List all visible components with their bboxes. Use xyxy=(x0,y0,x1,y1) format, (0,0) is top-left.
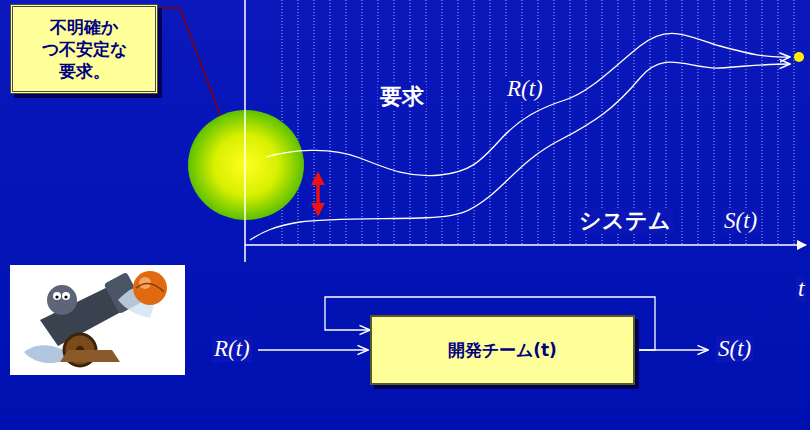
cannon-illustration xyxy=(10,265,185,375)
series-label: 要求 xyxy=(378,84,426,109)
goal-dot xyxy=(794,52,804,62)
process-box: 開発チーム(t) xyxy=(370,315,635,385)
grid-line xyxy=(330,0,331,244)
y-axis xyxy=(244,0,246,262)
grid-line xyxy=(314,0,315,244)
grid-line xyxy=(538,0,539,244)
grid-line xyxy=(378,0,379,244)
gap-arrow xyxy=(316,174,320,214)
x-axis xyxy=(245,244,806,246)
grid-line xyxy=(682,0,683,244)
grid-line xyxy=(554,0,555,244)
grid-line xyxy=(442,0,443,244)
requirement-blob xyxy=(188,110,304,220)
grid-line xyxy=(346,0,347,244)
leader-line xyxy=(158,7,180,9)
axis-label: t xyxy=(796,276,806,302)
grid-line xyxy=(762,0,763,244)
input-arrow xyxy=(258,349,368,350)
grid-line xyxy=(410,0,411,244)
grid-lines xyxy=(282,0,794,244)
requirement-curve xyxy=(266,33,790,175)
grid-line xyxy=(506,0,507,244)
grid-line xyxy=(698,0,699,244)
grid-line xyxy=(522,0,523,244)
series-symbol: R(t) xyxy=(505,76,545,102)
grid-line xyxy=(394,0,395,244)
node-text: 不明確か つ不安定な 要求。 xyxy=(25,16,143,82)
grid-line xyxy=(570,0,571,244)
grid-line xyxy=(714,0,715,244)
signal-name: R(t) xyxy=(212,336,252,362)
grid-line xyxy=(490,0,491,244)
grid-line xyxy=(298,0,299,244)
system-curve xyxy=(250,62,790,240)
series-label: システム xyxy=(577,208,673,233)
node-text: 開発チーム(t) xyxy=(448,339,557,362)
grid-line xyxy=(778,0,779,244)
signal-name: S(t) xyxy=(716,336,753,362)
grid-line xyxy=(458,0,459,244)
series-symbol: S(t) xyxy=(722,208,759,234)
callout-box: 不明確か つ不安定な 要求。 xyxy=(10,4,158,94)
grid-line xyxy=(426,0,427,244)
grid-line xyxy=(794,0,795,244)
grid-line xyxy=(362,0,363,244)
